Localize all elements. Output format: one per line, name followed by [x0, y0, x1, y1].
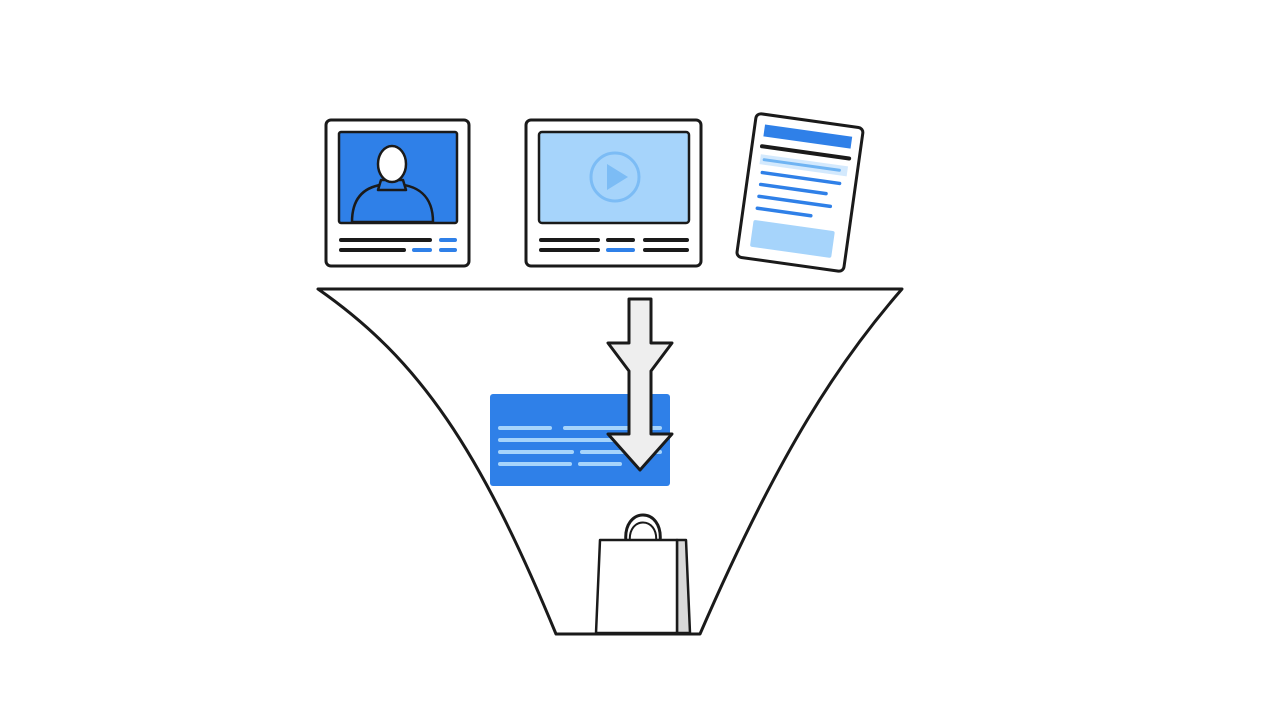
- article-document-icon: [735, 112, 865, 273]
- arrow-down-icon: [606, 297, 674, 472]
- profile-card-icon: [324, 118, 471, 268]
- person-icon: [350, 144, 435, 224]
- shopping-bag-icon: [594, 513, 692, 635]
- video-player-icon: [524, 118, 703, 268]
- info-card-icon: [490, 394, 670, 486]
- play-button-icon: [589, 151, 641, 203]
